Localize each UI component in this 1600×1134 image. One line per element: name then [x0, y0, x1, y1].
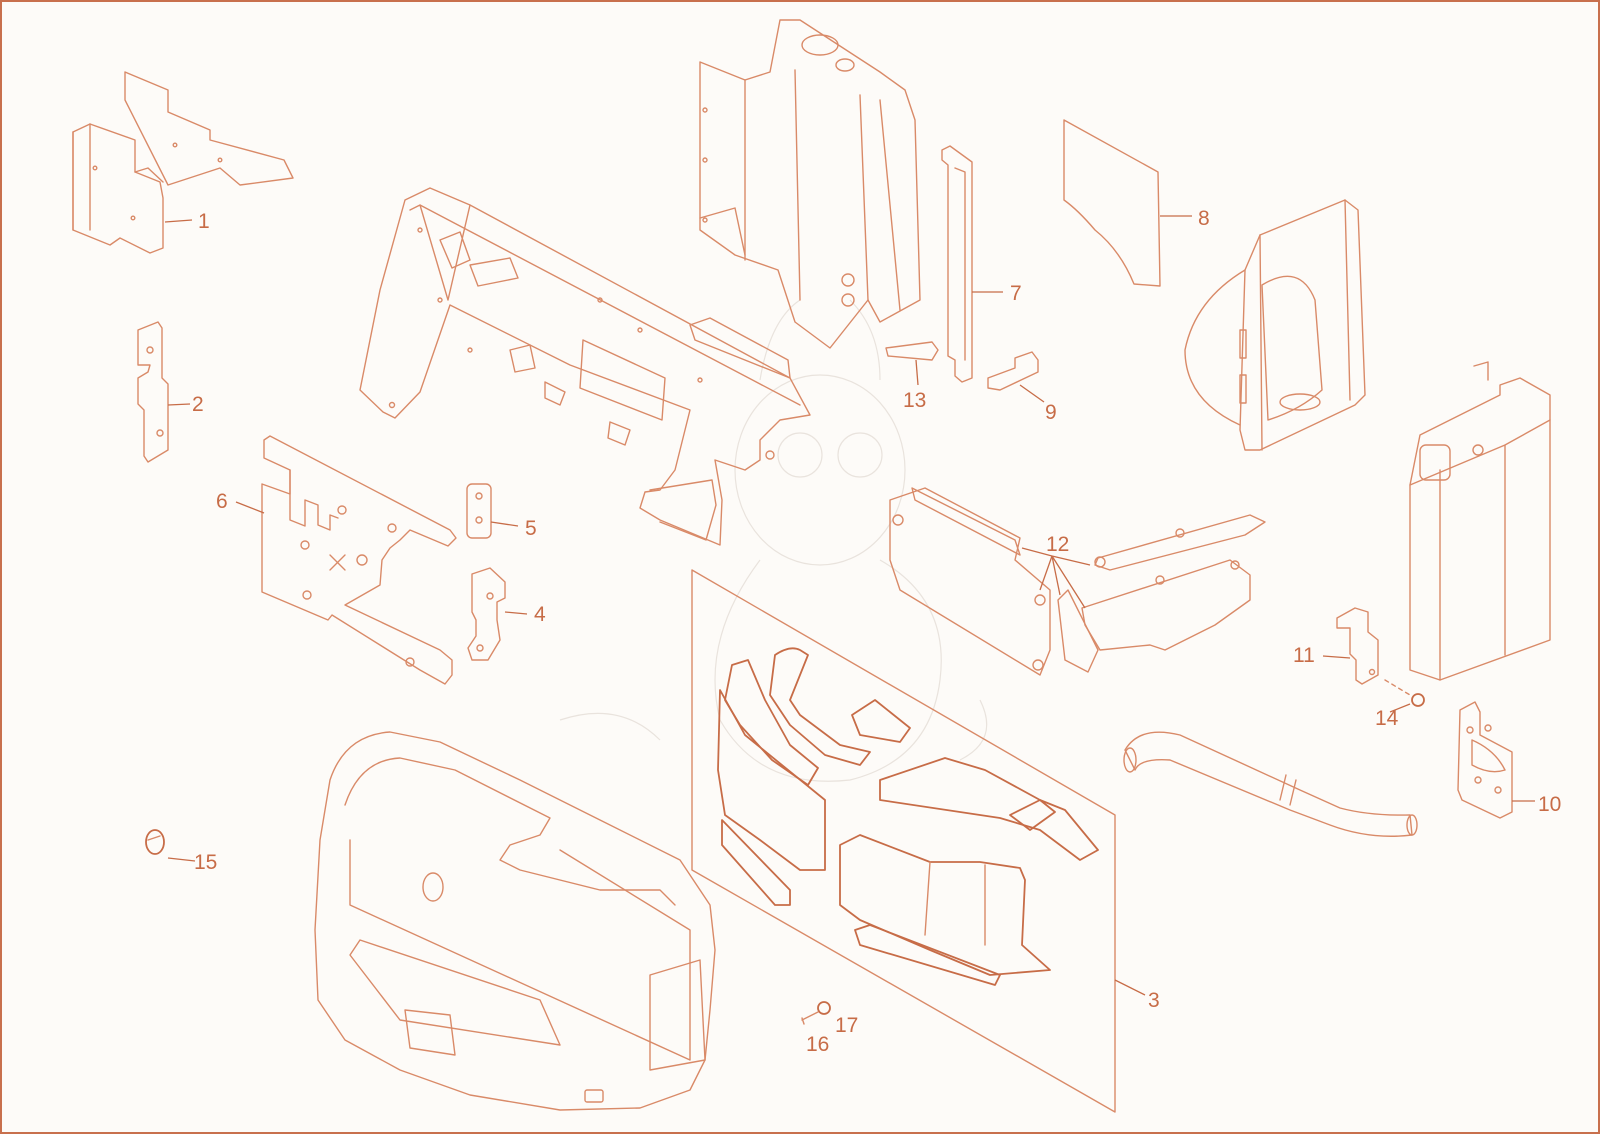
callout-13: 13 — [903, 389, 927, 412]
tall-column — [699, 19, 921, 349]
callout-15: 15 — [194, 851, 218, 874]
callout-12: 12 — [1046, 533, 1070, 556]
part-7 — [941, 145, 973, 383]
part-5 — [466, 483, 492, 539]
part-3 — [717, 647, 1099, 986]
callout-16: 16 — [806, 1033, 830, 1056]
part-16-17 — [801, 1001, 831, 1025]
front-cover — [314, 731, 716, 1111]
part-12 — [889, 487, 1266, 676]
watermark-mascot — [559, 299, 988, 782]
callout-7: 7 — [1010, 282, 1022, 305]
part-13 — [885, 341, 939, 361]
part-15 — [145, 829, 165, 855]
callout-8: 8 — [1198, 207, 1210, 230]
part-14 — [1384, 679, 1425, 707]
main-frame — [359, 187, 811, 546]
callout-11: 11 — [1293, 644, 1315, 667]
callout-9: 9 — [1045, 401, 1057, 424]
part-1 — [72, 71, 294, 254]
part-10 — [1457, 701, 1513, 819]
part-4 — [467, 567, 506, 661]
callout-5: 5 — [525, 517, 537, 540]
radiator — [1409, 361, 1551, 681]
part-9 — [987, 351, 1039, 391]
fan-shroud — [1184, 199, 1366, 451]
part-2 — [137, 321, 169, 463]
callout-2: 2 — [192, 393, 204, 416]
callout-3: 3 — [1148, 989, 1160, 1012]
callout-17: 17 — [835, 1014, 859, 1037]
coolant-hose — [1123, 731, 1418, 837]
leader-lines — [164, 215, 1535, 996]
part-3-group-box — [691, 569, 1116, 1113]
callout-14: 14 — [1375, 707, 1399, 730]
part-8 — [1063, 119, 1161, 287]
callout-10: 10 — [1538, 793, 1562, 816]
part-6 — [261, 435, 457, 685]
callout-4: 4 — [534, 603, 546, 626]
part-11 — [1336, 607, 1379, 685]
callout-6: 6 — [216, 490, 228, 513]
callout-1: 1 — [198, 210, 210, 233]
